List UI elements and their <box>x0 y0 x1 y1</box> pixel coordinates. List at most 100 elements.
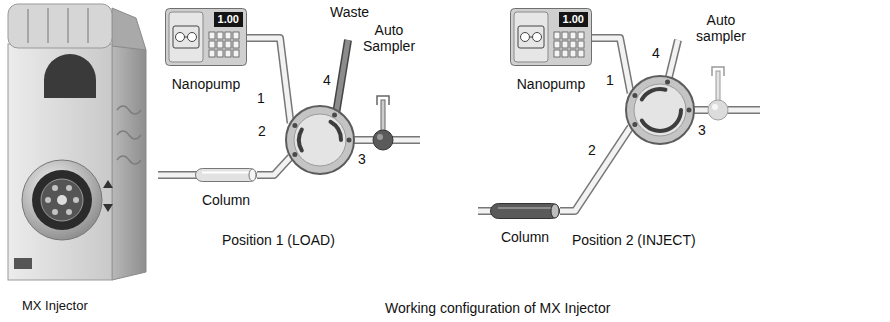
keypad-key <box>554 32 560 39</box>
fitting <box>66 209 72 215</box>
tube-wall <box>257 157 291 175</box>
valve-port <box>687 108 692 113</box>
rib <box>67 8 69 43</box>
photo-caption: MX Injector <box>22 298 88 314</box>
valve-port <box>292 152 297 157</box>
keypad-key <box>233 41 239 48</box>
wave <box>117 106 141 114</box>
keypad-key <box>570 32 576 39</box>
housing-side <box>112 44 146 280</box>
sampler-port <box>708 100 728 120</box>
port-number: 3 <box>358 151 366 167</box>
column-end <box>249 169 256 181</box>
rotor-groove <box>299 130 302 151</box>
tubing <box>158 40 760 211</box>
wave <box>117 131 141 139</box>
tube-bore <box>560 127 631 211</box>
tube <box>725 108 760 113</box>
valve-stator <box>41 179 83 221</box>
autosampler: Auto sampler <box>707 99 729 121</box>
sampler-highlight <box>377 134 383 140</box>
pump-panel <box>169 12 203 62</box>
keypad-key <box>209 41 215 48</box>
wave <box>117 156 141 164</box>
tube-bore <box>694 108 708 113</box>
pump-panel <box>514 12 548 62</box>
rib <box>27 9 29 43</box>
valve-rotor <box>294 114 346 166</box>
keypad-key <box>209 32 215 39</box>
valve-port <box>665 79 670 84</box>
fitting <box>66 185 72 191</box>
down-key <box>103 204 113 212</box>
component-label: Auto Sampler <box>358 22 420 54</box>
pump-head <box>188 33 197 42</box>
valve-port <box>632 122 637 127</box>
waste-tube <box>336 40 348 114</box>
component-label: Column <box>202 192 250 208</box>
keypad-key <box>562 41 568 48</box>
tube-wall <box>592 38 631 93</box>
pump-display-reading: 1.00 <box>559 12 588 27</box>
needle <box>381 100 385 131</box>
tube <box>158 173 197 178</box>
figure-caption: Working configuration of MX Injector <box>385 300 610 316</box>
valve-port <box>347 138 352 143</box>
tube <box>390 136 420 144</box>
autosampler: Auto Sampler <box>372 129 394 151</box>
fitting <box>45 197 51 203</box>
keypad-key <box>233 50 239 57</box>
valve-outline <box>625 75 695 145</box>
column-outline <box>490 203 560 219</box>
status-light <box>14 258 32 269</box>
keypad-key <box>554 50 560 57</box>
port-number: 2 <box>258 123 266 139</box>
keypad-key <box>217 32 223 39</box>
cap-side <box>112 8 146 50</box>
keypad-key <box>562 32 568 39</box>
keypad-key <box>217 50 223 57</box>
sampler-highlight <box>712 104 718 110</box>
component-label: Column <box>501 229 549 245</box>
port-number: 1 <box>257 90 265 106</box>
mx-injector-photo <box>8 4 146 280</box>
column-end <box>551 204 559 218</box>
pump-icon <box>173 26 199 48</box>
tube-bore <box>257 157 291 175</box>
column-outline <box>195 168 257 182</box>
rib <box>87 8 89 43</box>
needle-clip <box>377 96 389 105</box>
tubing-connector <box>247 38 291 123</box>
valve-face <box>32 170 92 230</box>
tube-bore <box>354 138 373 143</box>
needle <box>716 71 720 101</box>
valve-fittings <box>45 185 79 215</box>
keypad-key <box>562 50 568 57</box>
keypad-key <box>225 50 231 57</box>
keypad-key <box>578 50 584 57</box>
sampler-port <box>373 130 393 150</box>
fitting <box>73 197 79 203</box>
position-label: Position 2 (INJECT) <box>572 232 696 248</box>
keypad-key <box>554 41 560 48</box>
column-body <box>196 169 257 182</box>
rib <box>47 8 49 43</box>
tube-wall <box>247 38 291 123</box>
valve-rotor <box>634 84 686 136</box>
valve-outline <box>285 105 355 175</box>
port-number: 4 <box>323 72 331 88</box>
ribbed-cap <box>8 4 112 48</box>
tube-wall <box>694 106 708 114</box>
column: Column <box>195 168 257 182</box>
rotor-groove <box>331 122 342 140</box>
tubing-connector <box>560 127 631 211</box>
position-label: Position 1 (LOAD) <box>222 232 335 248</box>
port-number: 4 <box>652 45 660 61</box>
port-number: 3 <box>698 122 706 138</box>
column-highlight <box>202 171 250 173</box>
keypad-key <box>225 32 231 39</box>
valve-ring <box>22 160 102 240</box>
keypad-key <box>570 41 576 48</box>
tube <box>390 138 420 143</box>
